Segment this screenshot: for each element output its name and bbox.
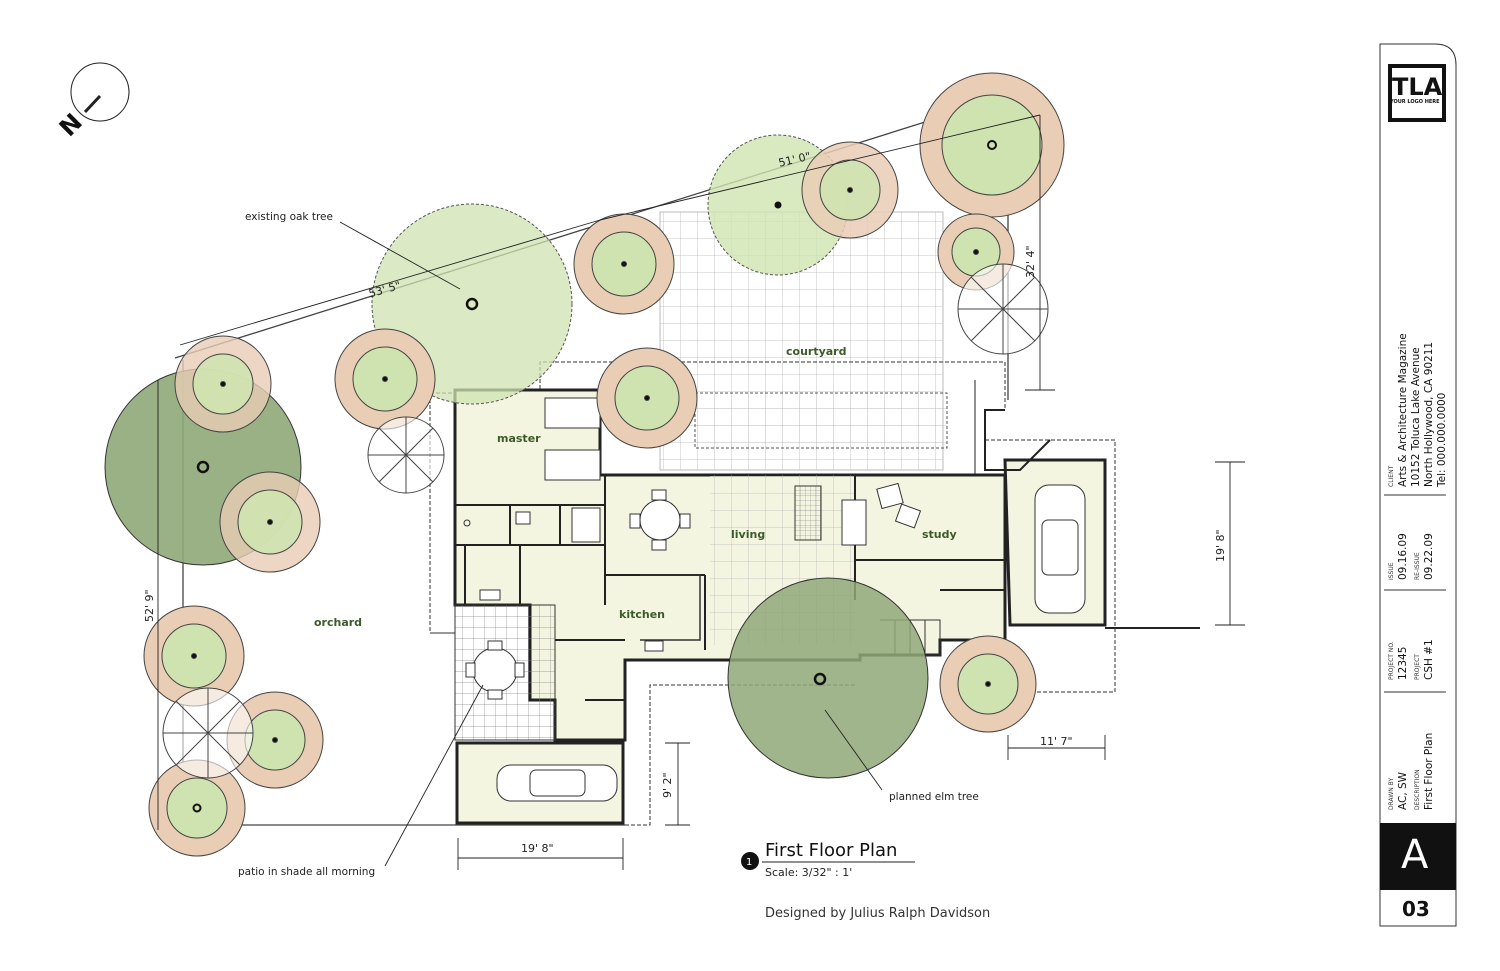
annotation-oak: existing oak tree	[245, 211, 333, 223]
client-city: North Hollywood, CA 90211	[1423, 342, 1435, 487]
planned-elm-tree	[727, 577, 929, 779]
plan-callout-number: 1	[746, 857, 752, 868]
room-label-courtyard: courtyard	[786, 345, 846, 358]
room-label-living: living	[731, 528, 765, 541]
dimension-carport-height: 9' 2"	[661, 772, 674, 798]
issue-date: 09.16.09	[1397, 533, 1409, 580]
dimension-right-top: 32' 4"	[1024, 245, 1037, 278]
dimension-lines	[157, 114, 1245, 870]
plan-title-block: 1 First Floor Plan Scale: 3/32" : 1' Des…	[741, 840, 990, 921]
title-block: TLA YOUR LOGO HERE CLIENT Arts & Archite…	[1379, 43, 1457, 927]
annotation-elm: planned elm tree	[889, 791, 979, 803]
drawn-by: AC, SW	[1397, 771, 1409, 810]
reissue-label: RE-ISSUE	[1414, 552, 1421, 580]
annotation-patio: patio in shade all morning	[238, 866, 375, 878]
fruit-trees	[143, 72, 1065, 857]
description: First Floor Plan	[1423, 733, 1435, 810]
dimension-left: 52' 9"	[143, 589, 156, 622]
project-name: CSH #1	[1423, 639, 1435, 680]
description-label: DESCRIPTION	[1414, 769, 1421, 810]
plan-title: First Floor Plan	[765, 840, 897, 861]
carport	[455, 741, 625, 825]
client-label: CLIENT	[1388, 465, 1395, 487]
patio	[454, 604, 556, 741]
sheet-letter: A	[1401, 832, 1429, 878]
sheet-number: 03	[1402, 897, 1430, 921]
project-label: PROJECT	[1414, 654, 1421, 680]
dimension-carport-width: 19' 8"	[521, 842, 554, 855]
room-label-study: study	[922, 528, 957, 541]
drawn-by-label: DRAWN BY	[1388, 778, 1395, 810]
room-label-orchard: orchard	[314, 616, 362, 629]
project-no-label: PROJECT NO.	[1388, 641, 1395, 680]
client-name: Arts & Architecture Magazine	[1397, 333, 1409, 487]
north-arrow: N	[54, 62, 130, 142]
logo-main: TLA	[1392, 73, 1443, 101]
room-label-master: master	[497, 432, 541, 445]
garage	[984, 409, 1200, 629]
client-tel: Tel: 000.000.0000	[1436, 393, 1448, 488]
reissue-date: 09.22.09	[1423, 533, 1435, 580]
client-street: 10152 Toluca Lake Avenue	[1410, 347, 1422, 487]
project-no: 12345	[1397, 647, 1409, 680]
north-label: N	[54, 108, 88, 142]
annotation-leaders	[339, 221, 883, 867]
issue-label: ISSUE	[1388, 562, 1395, 580]
outline-trees	[162, 263, 1049, 779]
room-label-kitchen: kitchen	[619, 608, 665, 621]
dimension-garage-height: 19' 8"	[1214, 529, 1227, 562]
plan-designer: Designed by Julius Ralph Davidson	[765, 906, 990, 921]
dimension-garage-width: 11' 7"	[1040, 735, 1073, 748]
logo: TLA YOUR LOGO HERE	[1388, 64, 1446, 122]
plan-scale: Scale: 3/32" : 1'	[765, 866, 852, 879]
logo-sub: YOUR LOGO HERE	[1389, 99, 1440, 105]
